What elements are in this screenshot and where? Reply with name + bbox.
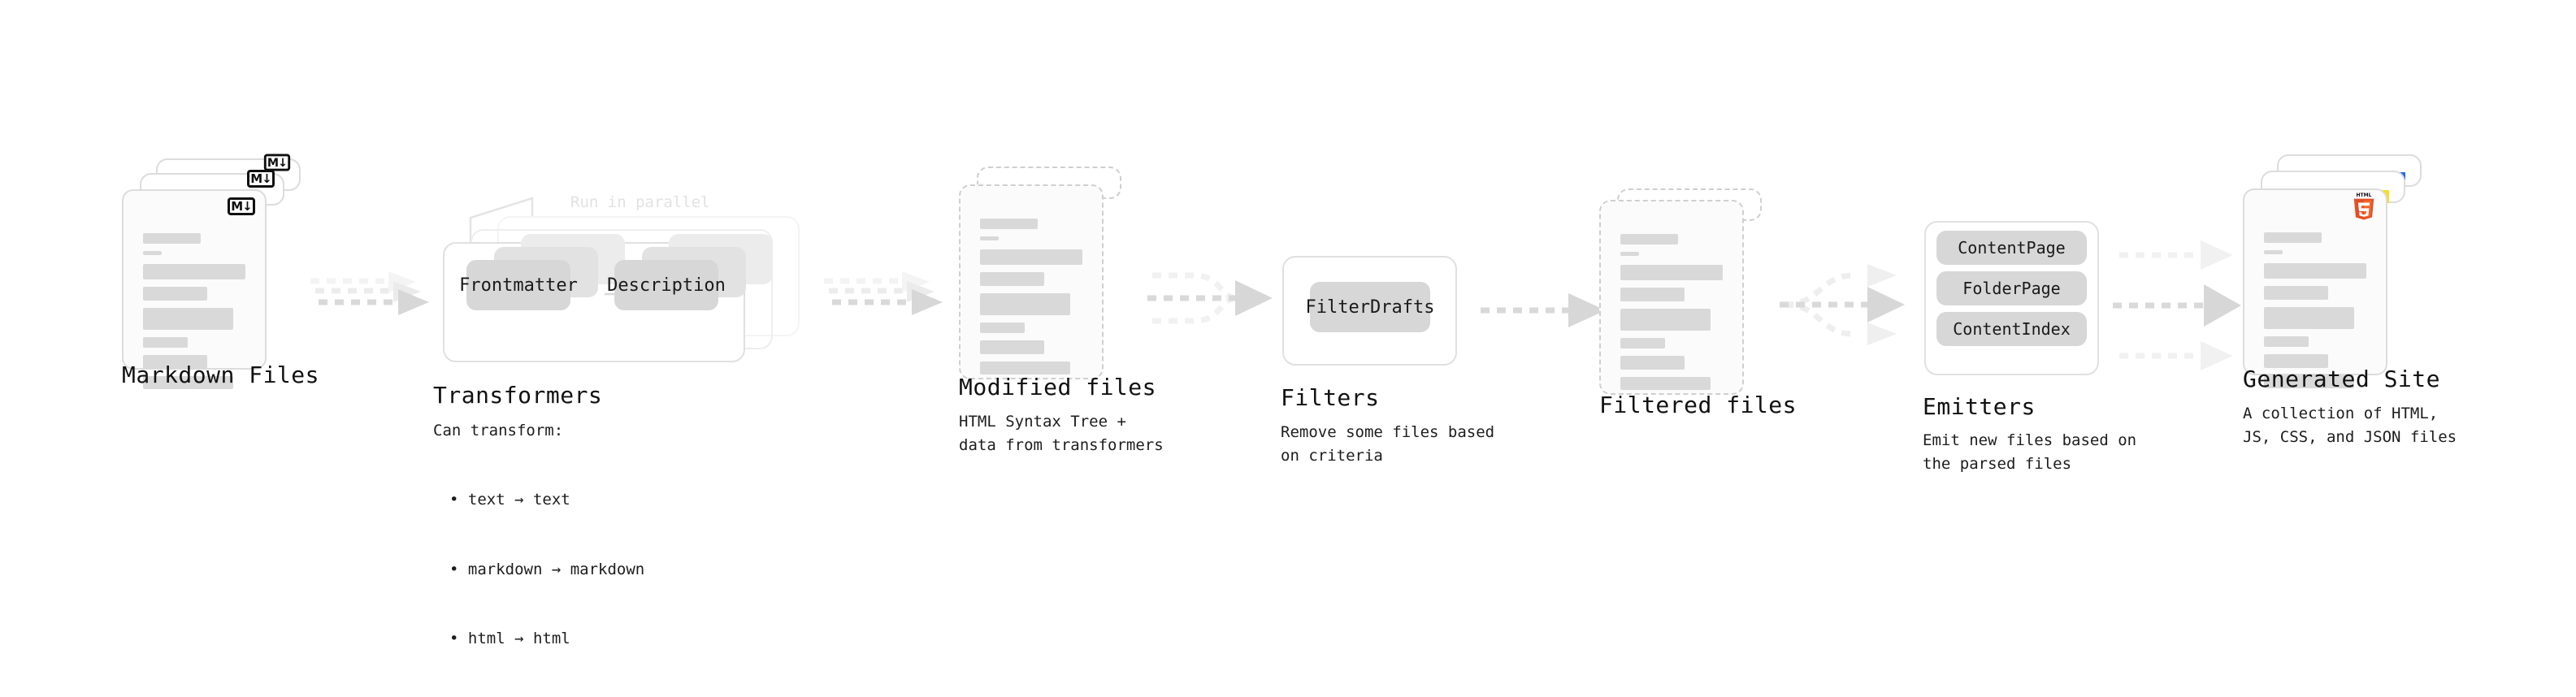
doc-line — [143, 355, 208, 369]
markdown-icon-glyph: M↓ — [250, 171, 271, 186]
doc-placeholder-lines — [143, 233, 245, 389]
stage-title-modified-files: Modified files — [959, 374, 1157, 400]
stage-title-transformers: Transformers — [433, 382, 603, 409]
connector-filtered-to-emitters — [1776, 264, 1931, 353]
doc-line — [2264, 286, 2329, 300]
doc-line — [143, 251, 162, 255]
doc-line — [2264, 336, 2309, 347]
stage-title-emitters: Emitters — [1923, 393, 2036, 420]
filters-subtitle: Remove some files based on criteria — [1281, 423, 1495, 465]
doc-line — [143, 337, 189, 348]
stage-title-filtered-files: Filtered files — [1599, 392, 1798, 418]
markdown-file-stack: M↓ M↓ M↓ — [122, 154, 301, 389]
filtered-card-front — [1599, 200, 1744, 395]
stage-markdown-files: M↓ M↓ M↓ Markdown Fi — [122, 154, 319, 389]
doc-line — [143, 376, 233, 389]
doc-line — [980, 249, 1082, 265]
connector-modified-to-filters — [1136, 264, 1290, 345]
doc-line — [980, 236, 999, 240]
doc-line — [143, 264, 245, 279]
markdown-icon-glyph: M↓ — [231, 198, 252, 214]
doc-line — [143, 233, 201, 244]
doc-line — [1620, 288, 1685, 301]
markdown-icon-glyph: M↓ — [267, 154, 288, 170]
doc-placeholder-lines — [1620, 234, 1723, 390]
doc-line — [2264, 250, 2283, 254]
list-item: • html → html — [449, 630, 570, 647]
emitters-subtitle: Emit new files based on the parsed files — [1923, 431, 2137, 473]
svg-text:HTML: HTML — [2357, 193, 2372, 198]
doc-placeholder-lines — [2264, 232, 2366, 388]
generated-site-subtitle: A collection of HTML, JS, CSS, and JSON … — [2243, 405, 2457, 446]
connector-emitters-to-site — [2110, 229, 2256, 375]
doc-line — [2264, 307, 2354, 329]
stage-title-filters: Filters — [1281, 384, 1380, 411]
doc-line — [1620, 265, 1723, 280]
generated-site-stack: CSS HTML — [2243, 154, 2430, 390]
stage-title-generated-site: Generated Site — [2243, 366, 2441, 392]
doc-line — [2264, 375, 2354, 388]
doc-line — [1620, 252, 1639, 256]
transformers-subtitle: Can transform: — [433, 422, 564, 439]
markdown-icon: M↓ — [263, 154, 291, 171]
pipeline-diagram: M↓ M↓ M↓ Markdown Fi — [122, 154, 2457, 647]
stage-filtered-files: Filtered files — [1599, 188, 1797, 418]
connector-filters-to-filtered — [1477, 288, 1615, 345]
doc-line — [980, 272, 1045, 286]
doc-line — [1620, 356, 1685, 370]
stage-generated-site: CSS HTML — [2243, 154, 2457, 446]
markdown-icon: M↓ — [228, 197, 255, 215]
connector-markdown-to-transformers — [307, 268, 437, 333]
filtered-file-stack — [1599, 188, 1778, 416]
html5-icon: HTML — [2352, 193, 2376, 221]
doc-line — [1620, 309, 1711, 331]
doc-line — [980, 340, 1045, 354]
filter-pill-filterdrafts[interactable]: FilterDrafts — [1306, 282, 1434, 332]
doc-line — [980, 361, 1070, 374]
markdown-card-front: M↓ — [122, 189, 267, 389]
doc-line — [980, 323, 1026, 333]
site-card-html: HTML — [2243, 188, 2387, 388]
emitter-pill-contentpage[interactable]: ContentPage — [1936, 231, 2087, 265]
transformers-bullet-list: • text → text • markdown → markdown • ht… — [449, 442, 644, 697]
modified-files-subtitle: HTML Syntax Tree + data from transformer… — [959, 413, 1164, 454]
markdown-icon: M↓ — [247, 170, 275, 188]
modified-card-front — [959, 184, 1104, 379]
doc-line — [143, 308, 233, 330]
emitter-pill-contentindex[interactable]: ContentIndex — [1936, 312, 2087, 346]
doc-line — [2264, 354, 2329, 368]
connector-transformers-to-modified — [821, 268, 951, 333]
doc-line — [1620, 338, 1666, 348]
run-in-parallel-label: Run in parallel — [570, 193, 710, 211]
doc-line — [1620, 234, 1678, 245]
doc-line — [2264, 232, 2322, 243]
transformer-pill-frontmatter[interactable]: Frontmatter — [459, 260, 578, 310]
doc-line — [2264, 263, 2366, 279]
emitter-pill-folderpage[interactable]: FolderPage — [1936, 271, 2087, 305]
list-item: • text → text — [449, 491, 570, 509]
transformer-pill-description[interactable]: Description — [607, 260, 726, 310]
doc-line — [980, 293, 1070, 315]
modified-file-stack — [959, 167, 1138, 394]
list-item: • markdown → markdown — [449, 560, 645, 578]
doc-placeholder-lines — [980, 219, 1082, 374]
stage-modified-files: Modified files HTML Syntax Tree + data f… — [959, 167, 1164, 454]
doc-line — [1620, 377, 1711, 390]
doc-line — [980, 219, 1038, 229]
doc-line — [143, 287, 208, 301]
run-in-parallel-bracket — [459, 195, 565, 252]
stage-title-markdown-files: Markdown Files — [122, 361, 320, 388]
